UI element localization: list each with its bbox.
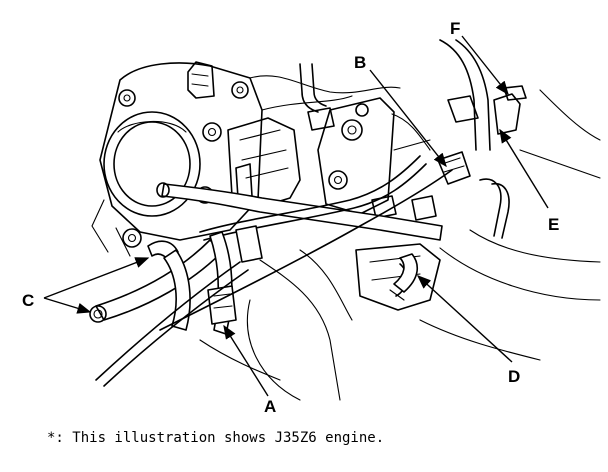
hose-upper-bypass (156, 182, 443, 241)
leader-f (461, 35, 509, 96)
long-lines (95, 169, 453, 387)
leader-e (499, 128, 549, 209)
intake-manifold (249, 39, 601, 301)
callout-d: D (508, 367, 520, 386)
engine-lower (199, 243, 541, 401)
leader-c1 (43, 257, 150, 299)
leader-lines (43, 35, 549, 397)
leader-b (369, 69, 447, 168)
callout-a: A (264, 397, 276, 416)
callout-e: E (548, 215, 559, 234)
callout-c: C (22, 291, 34, 310)
hose-c (89, 239, 223, 331)
leader-a (223, 324, 269, 397)
footnote-caption: *: This illustration shows J35Z6 engine. (47, 430, 385, 446)
hose-d (389, 253, 419, 301)
throttle-body (91, 61, 301, 257)
callout-f: F (450, 19, 460, 38)
leader-c2 (43, 297, 92, 314)
callout-b: B (354, 53, 366, 72)
leader-d (416, 275, 513, 363)
